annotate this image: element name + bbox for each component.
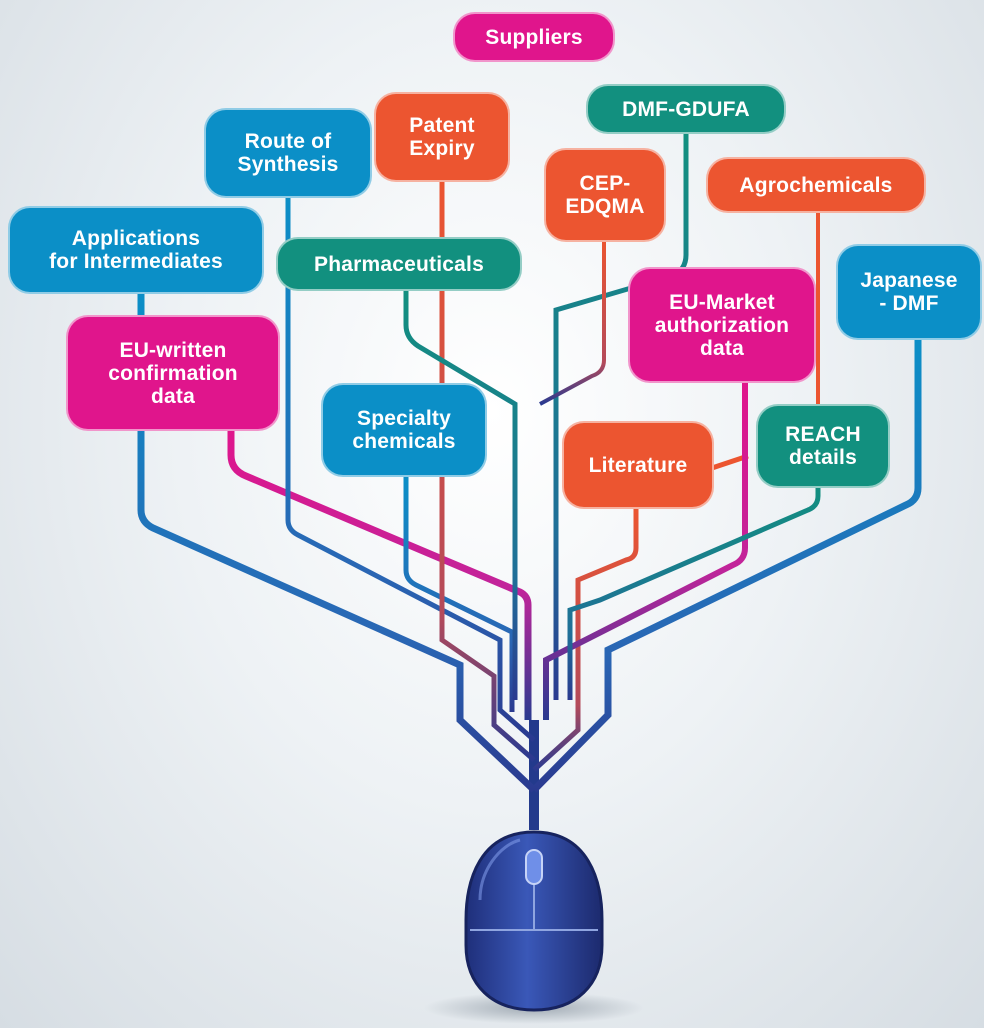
node-patent-expiry: Patent Expiry (374, 92, 510, 182)
wire-literature (532, 508, 639, 772)
node-reach-details: REACH details (756, 404, 890, 488)
node-agrochemicals: Agrochemicals (706, 157, 926, 213)
wire-japanese (531, 338, 922, 793)
node-route-of-synthesis: Route of Synthesis (204, 108, 372, 198)
wire-pharma (403, 287, 518, 700)
wire-eu-market (543, 380, 748, 720)
wire-specialty (403, 476, 515, 712)
mouse-highlight (478, 838, 521, 901)
node-suppliers: Suppliers (453, 12, 615, 62)
node-eu-market-authorization: EU-Market authorization data (628, 267, 816, 383)
node-japanese-dmf: Japanese - DMF (836, 244, 982, 340)
node-specialty-chemicals: Specialty chemicals (321, 383, 487, 477)
wire-route (285, 190, 536, 742)
mouse-scroll-wheel (525, 849, 543, 885)
wire-reach (567, 484, 821, 700)
wire-eu-written (227, 428, 532, 720)
node-dmf-gdufa: DMF-GDUFA (586, 84, 786, 134)
wire-applications (137, 290, 537, 793)
node-pharmaceuticals: Pharmaceuticals (276, 237, 522, 291)
node-applications-for-intermediates: Applications for Intermediates (8, 206, 264, 294)
wire-patent (439, 180, 536, 762)
wire-cep (539, 238, 606, 406)
node-literature: Literature (562, 421, 714, 509)
node-eu-written-confirmation: EU-written confirmation data (66, 315, 280, 431)
node-cep-edqma: CEP- EDQMA (544, 148, 666, 242)
